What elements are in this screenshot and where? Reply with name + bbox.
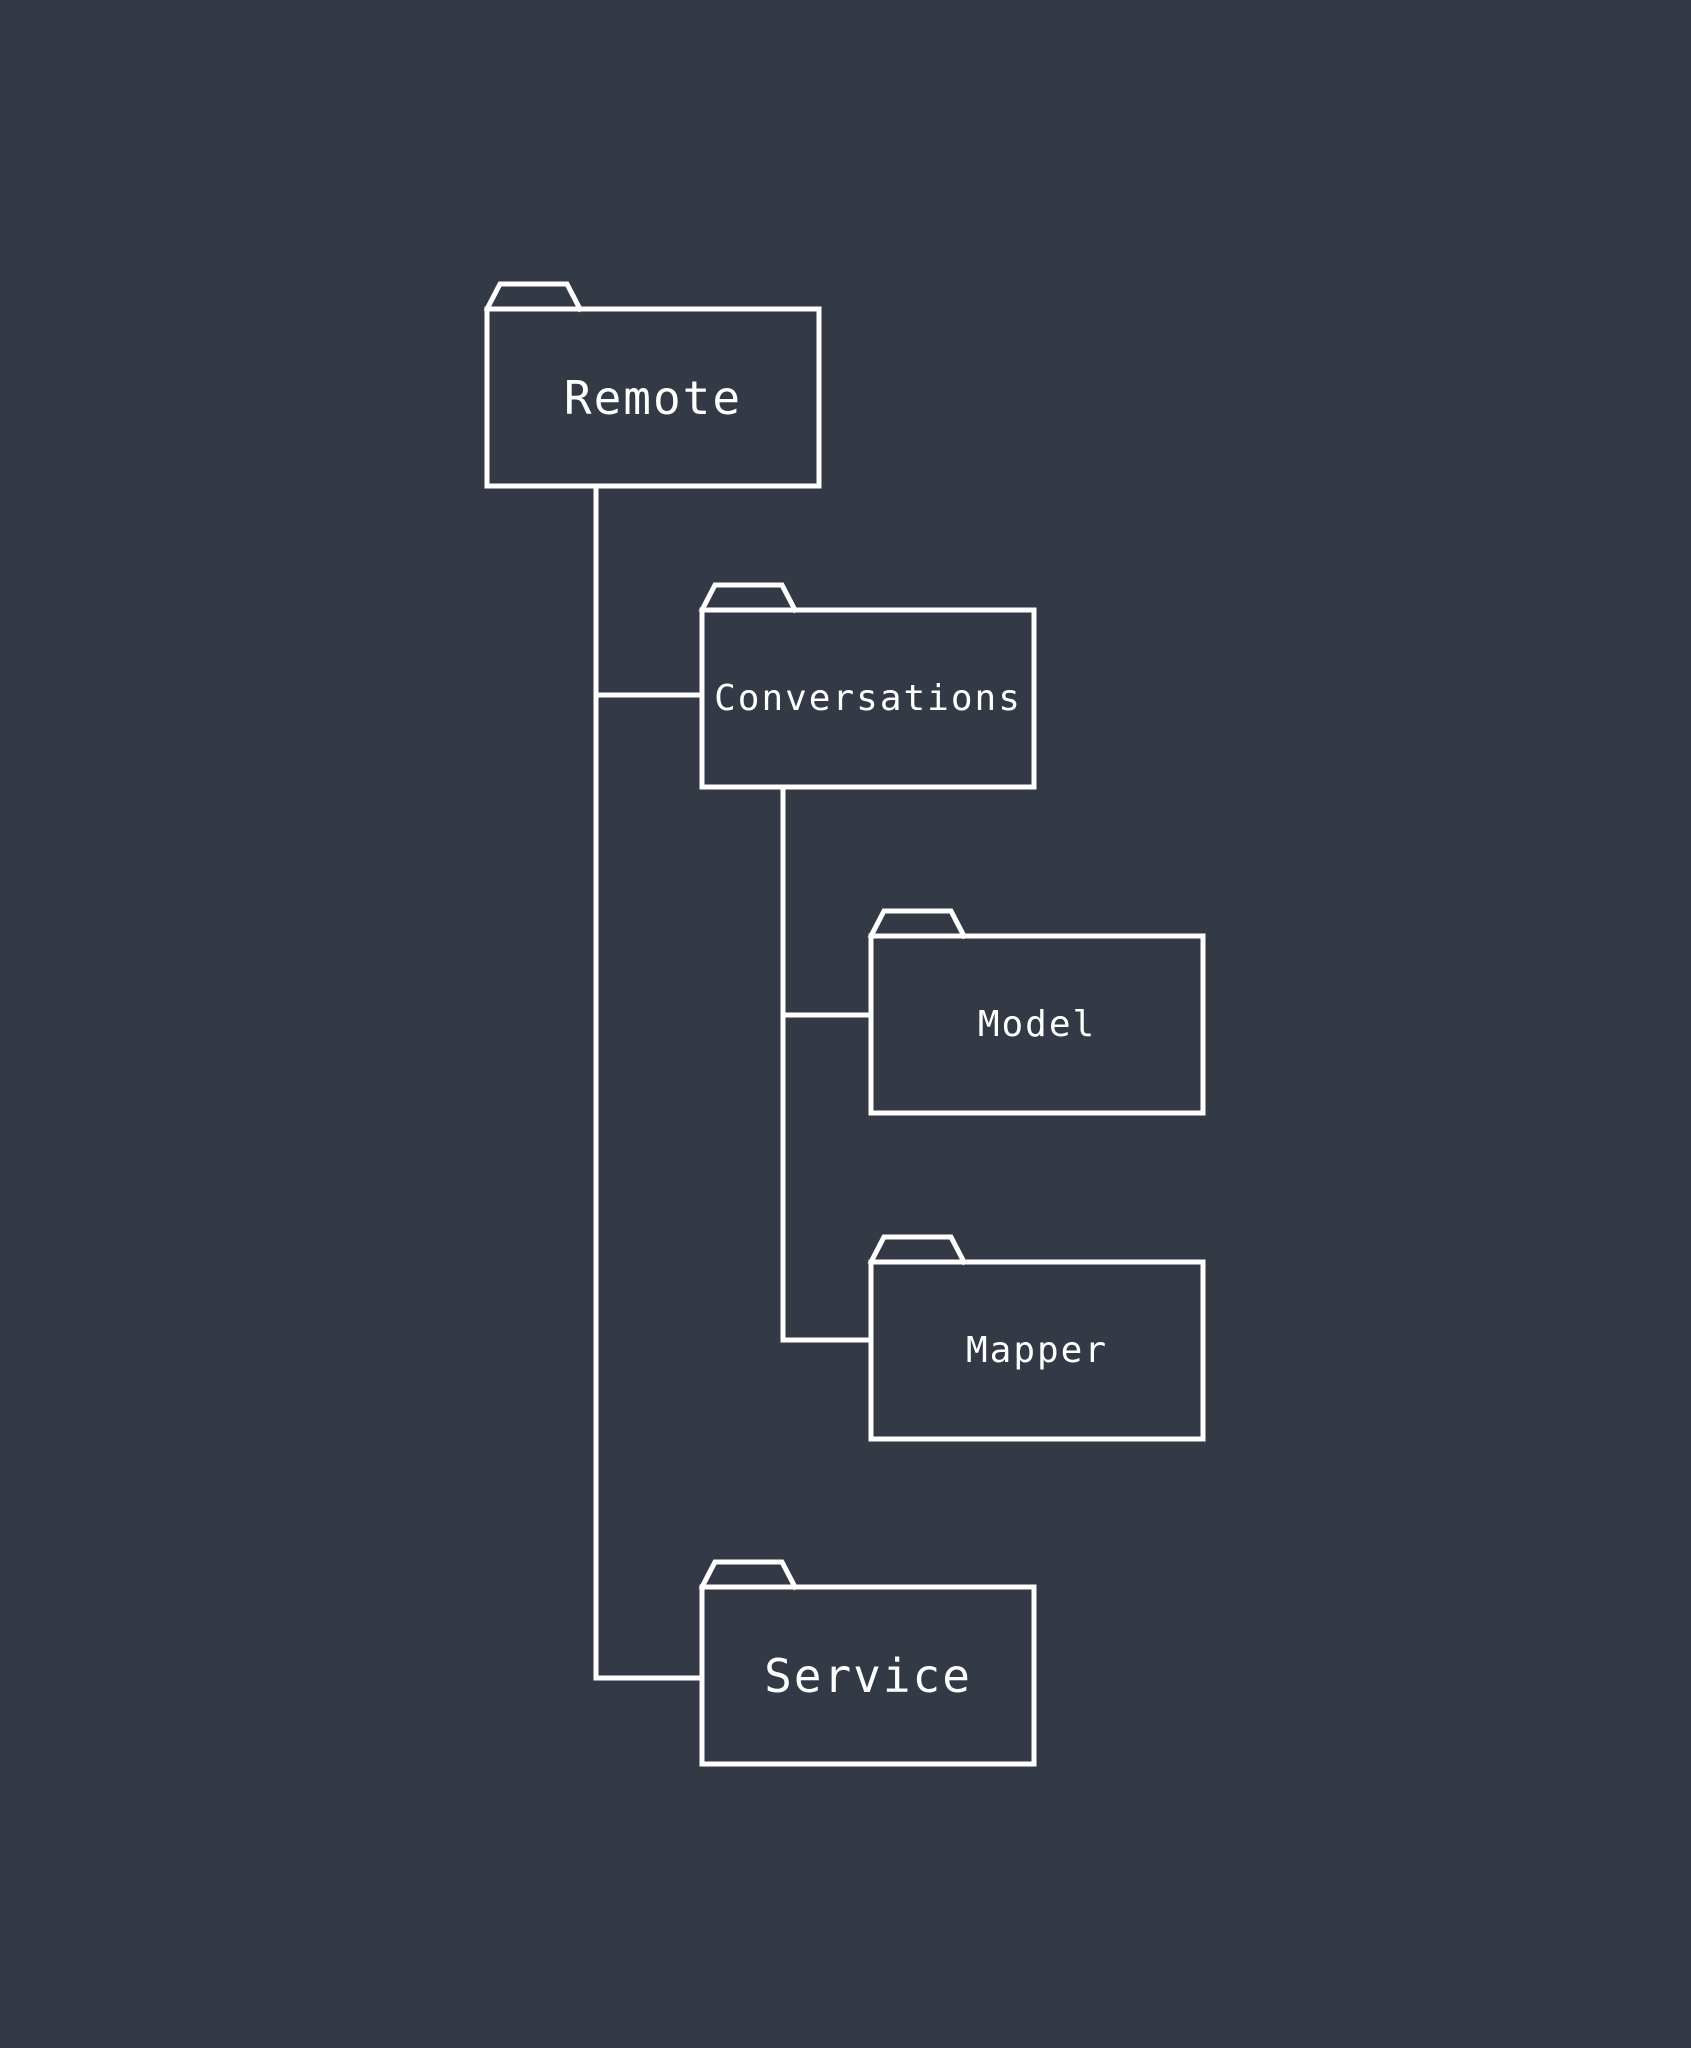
folder-body — [868, 1259, 1206, 1442]
folder-body — [484, 306, 822, 489]
folder-icon — [867, 908, 1206, 1116]
folder-tab — [698, 582, 799, 614]
folder-tab — [483, 281, 584, 313]
folder-icon — [698, 1559, 1037, 1767]
folder-body — [699, 1584, 1037, 1767]
folder-tab — [698, 1559, 799, 1591]
folder-tab — [867, 908, 968, 940]
folder-body — [868, 933, 1206, 1116]
folder-body — [699, 607, 1037, 790]
folder-icon — [867, 1234, 1206, 1442]
connector-lines — [593, 483, 874, 1681]
folder-tab — [867, 1234, 968, 1266]
folder-icon — [483, 281, 822, 489]
folder-icon — [698, 582, 1037, 790]
